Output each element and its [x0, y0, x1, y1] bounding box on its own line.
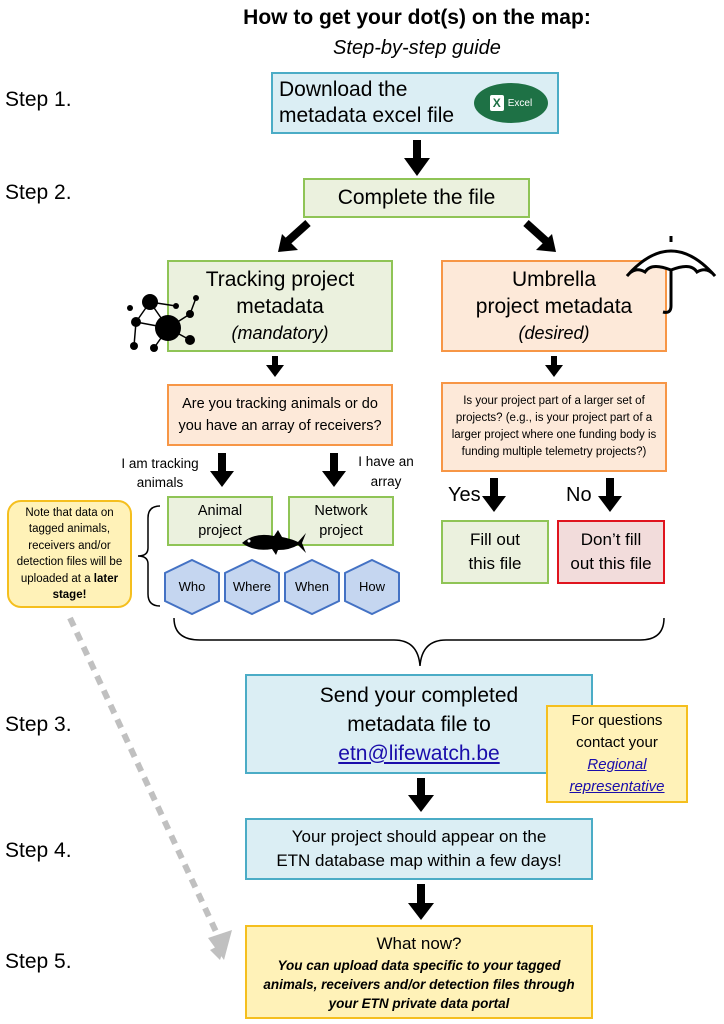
hexagon-how: How: [344, 558, 400, 616]
hexagon-when: When: [284, 558, 340, 616]
complete-text: Complete the file: [337, 186, 496, 209]
network-project-box: Network project: [288, 496, 394, 546]
note-text: Note that data on tagged animals, receiv…: [16, 506, 123, 602]
svg-text:Where: Where: [233, 579, 271, 594]
hexagon-who: Who: [164, 558, 220, 616]
bottom-brace: [173, 617, 665, 667]
tracking-note: (mandatory): [231, 323, 329, 343]
questions-box: For questions contact your Regional repr…: [546, 705, 688, 803]
step-4-label: Step 4.: [5, 839, 72, 862]
email-link[interactable]: etn@lifewatch.be: [338, 741, 500, 765]
umbrella-icon: [625, 236, 717, 314]
arrow-down-icon: [266, 356, 284, 377]
umbrella-line2: project metadata: [475, 295, 633, 318]
hexagon-where: Where: [224, 558, 280, 616]
page-title: How to get your dot(s) on the map:: [243, 6, 591, 29]
umbrella-line1: Umbrella: [511, 268, 597, 291]
arrow-down-icon: [545, 356, 563, 377]
arrow-down-right-icon: [523, 220, 556, 252]
note-box: Note that data on tagged animals, receiv…: [7, 500, 132, 608]
dont-fill-box: Don’t fill out this file: [557, 520, 665, 584]
step-1-label: Step 1.: [5, 88, 72, 111]
download-box: Download the metadata excel file: [271, 72, 559, 134]
tracking-line2: metadata: [236, 295, 324, 318]
svg-text:How: How: [359, 579, 386, 594]
network-nodes-icon: [127, 294, 199, 352]
arrow-down-icon: [482, 478, 506, 512]
umbrella-note: (desired): [518, 323, 590, 343]
umbrella-question-box: Is your project part of a larger set of …: [441, 382, 667, 472]
download-line2: metadata excel file: [279, 104, 455, 127]
umbrella-question-text: Is your project part of a larger set of …: [451, 395, 657, 458]
hexagon-group: Who Where When How: [164, 558, 400, 616]
excel-label: Excel: [507, 97, 533, 109]
arrow-down-icon: [598, 478, 622, 512]
appear-box: Your project should appear on the ETN da…: [245, 818, 593, 880]
arrow-down-icon: [210, 453, 234, 487]
arrow-down-icon: [408, 778, 434, 812]
regional-link[interactable]: Regional: [587, 756, 647, 773]
step-3-label: Step 3.: [5, 713, 72, 736]
question-line2: you have an array of receivers?: [178, 418, 382, 434]
complete-box: Complete the file: [303, 178, 530, 218]
arrow-down-icon: [408, 884, 434, 920]
arrow-down-left-icon: [278, 220, 311, 252]
arrow-down-icon: [322, 453, 346, 487]
whatnow-box: What now? You can upload data specific t…: [245, 925, 593, 1019]
yes-label: Yes: [448, 484, 481, 506]
umbrella-box: Umbrella project metadata (desired): [441, 260, 667, 352]
page-subtitle: Step-by-step guide: [333, 37, 501, 59]
whatnow-body: You can upload data specific to your tag…: [263, 957, 575, 1011]
excel-icon: X Excel: [474, 83, 548, 123]
step-2-label: Step 2.: [5, 181, 72, 204]
tracking-line1: Tracking project: [205, 268, 355, 291]
dotted-arrow-icon: [67, 616, 232, 960]
question-box: Are you tracking animals or do you have …: [167, 384, 393, 446]
no-label: No: [566, 484, 592, 506]
representative-link[interactable]: representative: [569, 778, 665, 795]
tracking-box: Tracking project metadata (mandatory): [167, 260, 393, 352]
left-bracket: [137, 505, 161, 607]
download-line1: Download the: [279, 78, 408, 101]
fish-icon: [242, 530, 306, 555]
svg-text:Who: Who: [179, 579, 206, 594]
question-line1: Are you tracking animals or do: [182, 396, 378, 412]
fill-out-box: Fill out this file: [441, 520, 549, 584]
whatnow-title: What now?: [376, 933, 462, 953]
svg-text:When: When: [295, 579, 329, 594]
arrow-down-icon: [404, 140, 430, 176]
step-5-label: Step 5.: [5, 950, 72, 973]
send-box: Send your completed metadata file to etn…: [245, 674, 593, 774]
